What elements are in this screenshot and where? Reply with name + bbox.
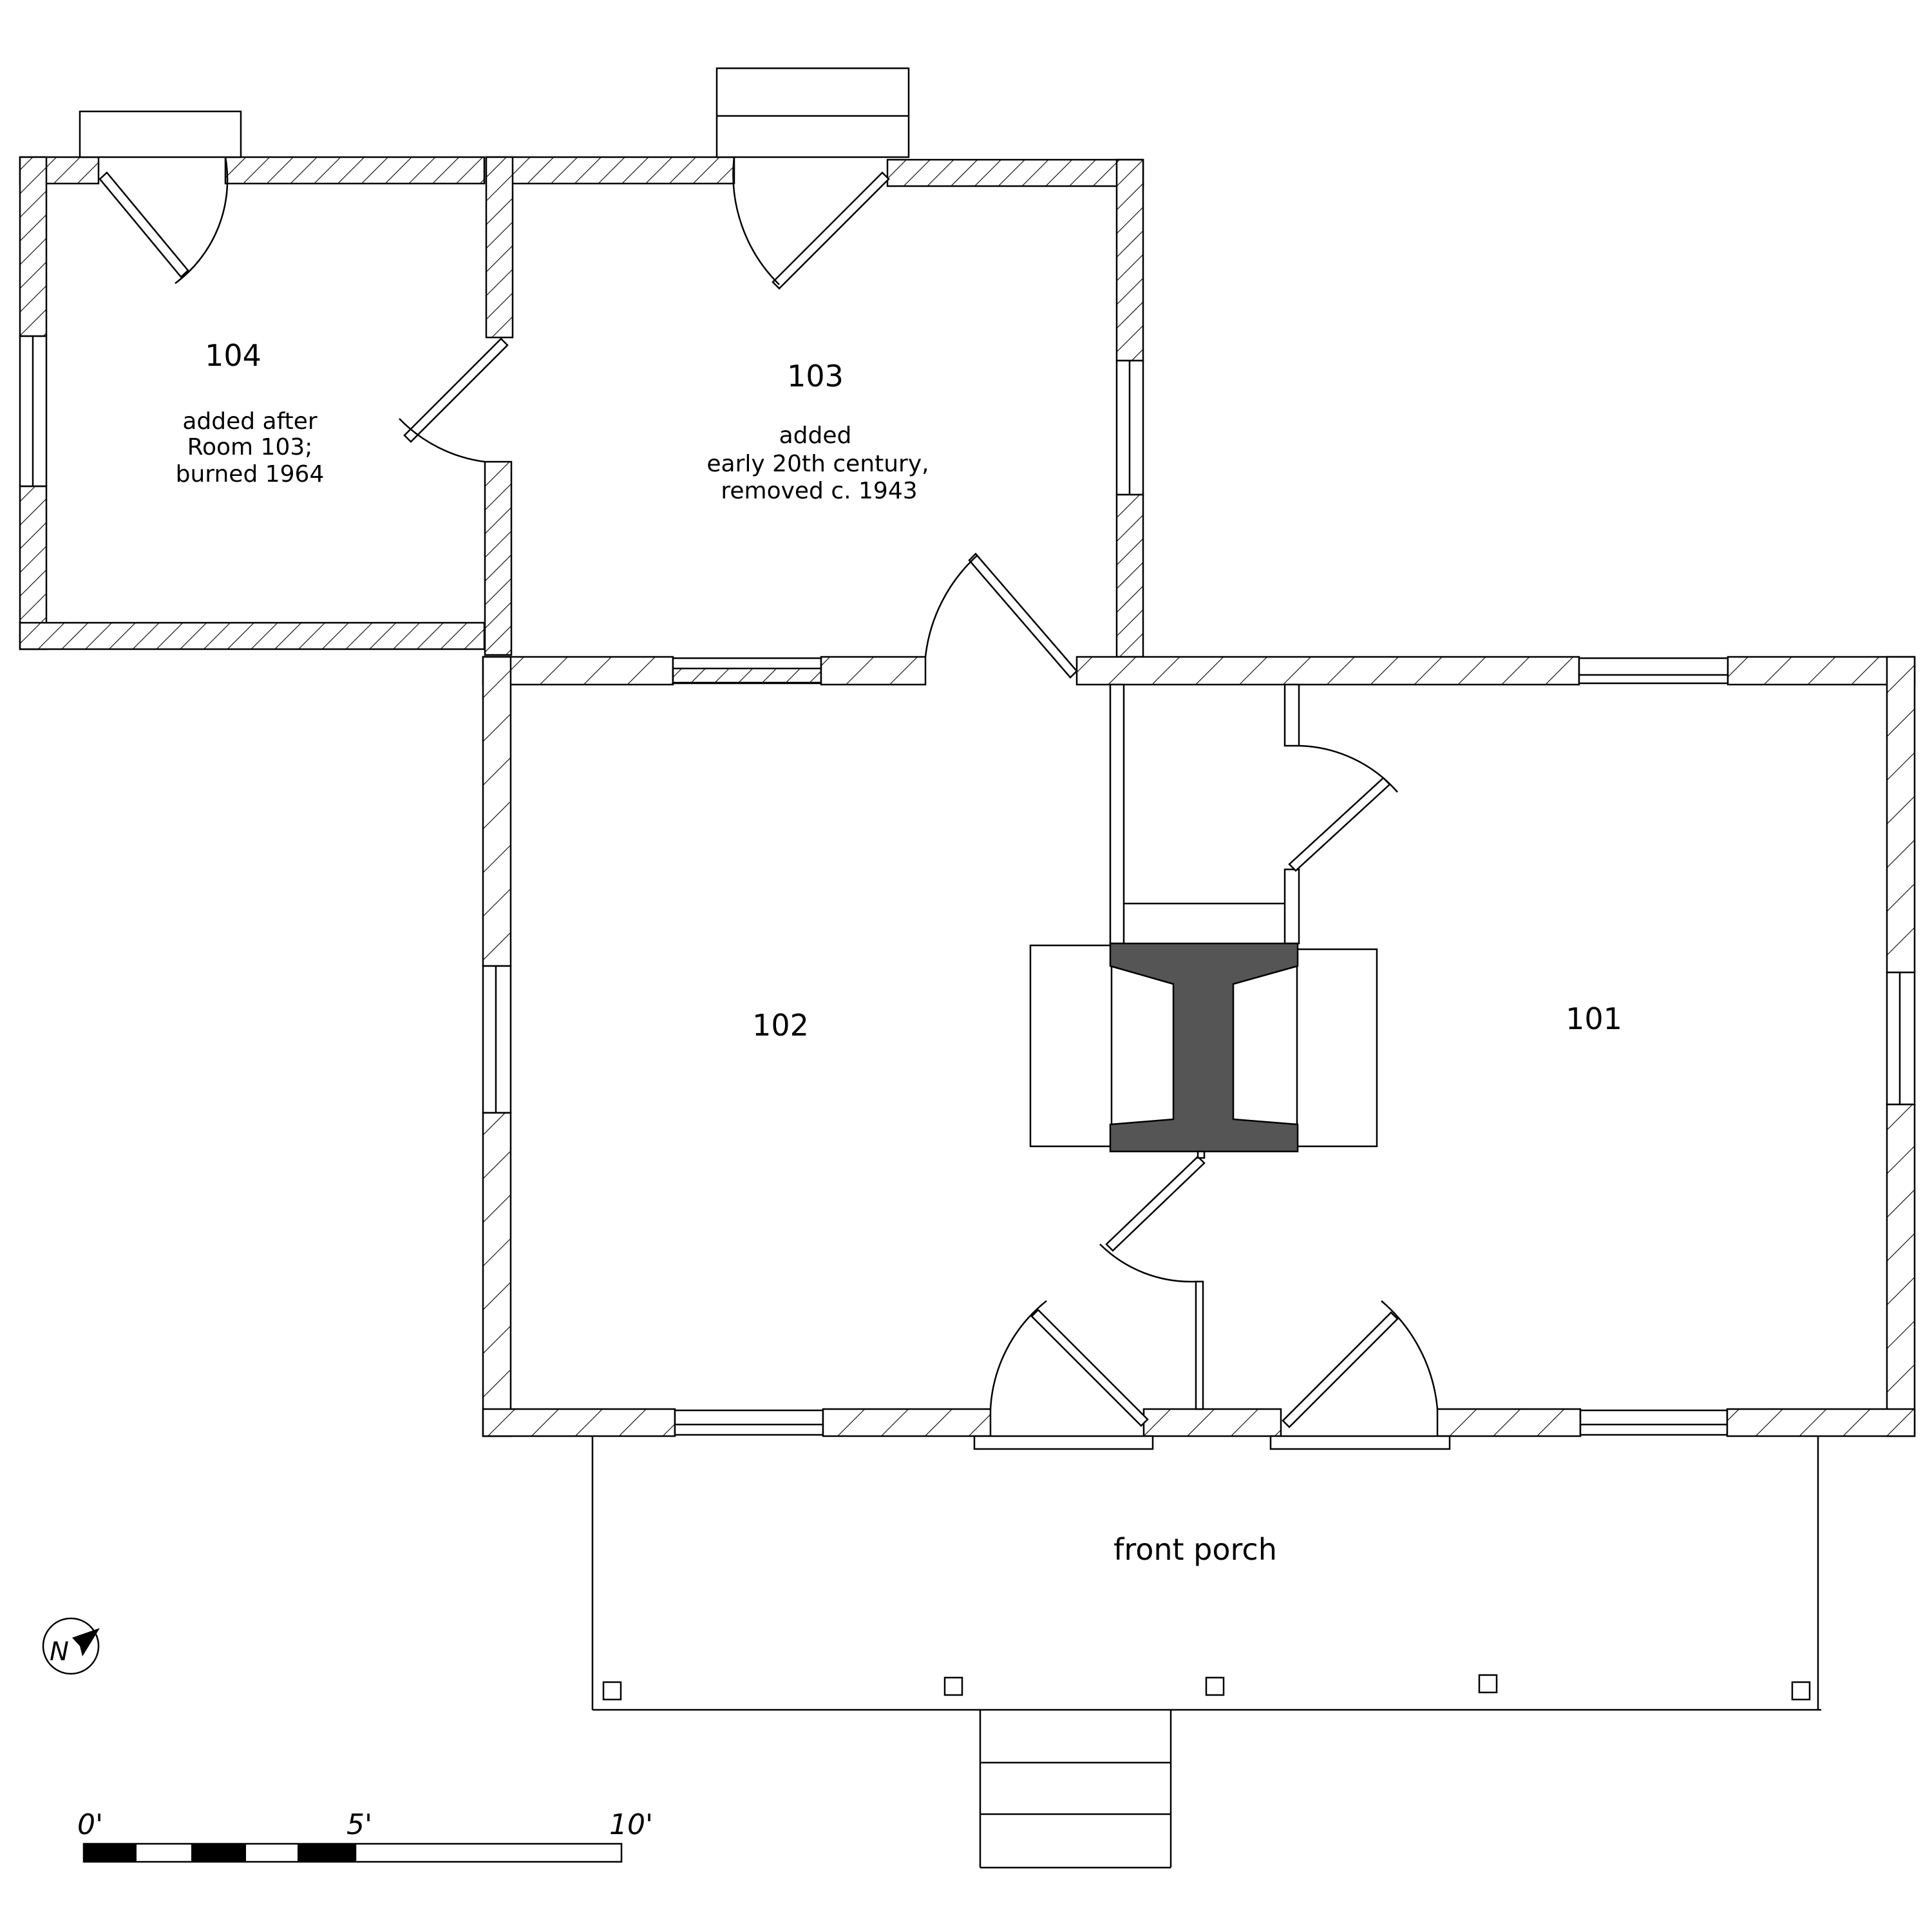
front-door-west-leaf — [1030, 1309, 1149, 1427]
porch-post-1 — [602, 1681, 622, 1701]
center-door-swing — [1099, 1244, 1197, 1283]
room-102-west-wall-north — [482, 656, 512, 967]
center-door-leaf — [1105, 1155, 1206, 1252]
room-103-west-wall-south — [484, 460, 513, 656]
room-104-south-wall — [19, 621, 486, 650]
north-letter: N — [50, 1637, 69, 1667]
room-104-note-line-2: Room 103; — [187, 434, 313, 460]
front-door-east-leaf — [1282, 1311, 1399, 1428]
scale-label-0: 0' — [77, 1808, 103, 1841]
room-103-north-door-swing — [732, 156, 780, 285]
porch-label: front porch — [1113, 1532, 1277, 1567]
room-103-north-door-leaf — [772, 171, 890, 290]
room-103-note-line-3: removed c. 1943 — [721, 478, 917, 504]
closet-east-partition-north — [1283, 683, 1300, 747]
room-104-north-door-leaf — [99, 171, 189, 278]
room-102-north-wall-east — [820, 656, 927, 686]
porch-post-2 — [943, 1676, 963, 1696]
front-door-east-swing — [1381, 1300, 1439, 1410]
hearth-west — [1029, 944, 1113, 1148]
interior-partitions — [1099, 683, 1398, 1410]
front-doors — [973, 1300, 1451, 1450]
room-103-north-wall-west — [485, 156, 735, 185]
room-103-number: 103 — [787, 359, 844, 393]
scale-bar: 0' 5' 10' — [77, 1808, 653, 1863]
room-101-number: 101 — [1566, 1001, 1622, 1036]
hearth-east — [1296, 948, 1378, 1148]
center-partition-south — [1195, 1280, 1204, 1410]
front-door-west-swing — [989, 1300, 1047, 1410]
room-102-south-wall-west — [482, 1408, 676, 1437]
room-101-north-wall-east — [1727, 656, 1916, 686]
scale-label-5: 5' — [346, 1808, 372, 1841]
room-102-west-wall-south — [482, 1112, 512, 1437]
front-door-east-threshold — [1269, 1435, 1451, 1450]
room-104-note-line-1: added after — [182, 408, 317, 435]
room-104-walls — [19, 110, 486, 650]
porch-steps — [979, 1710, 1172, 1869]
closet-door-swing — [1298, 744, 1398, 793]
room-103-west-wall-north — [485, 156, 514, 339]
room-101-east-wall-north — [1886, 656, 1916, 974]
room-104-north-door-swing — [175, 156, 229, 285]
room-103-north-wall-east — [886, 158, 1144, 187]
scale-label-10: 10' — [609, 1808, 653, 1841]
porch-post-5 — [1791, 1681, 1811, 1701]
room-102-number: 102 — [752, 1008, 809, 1043]
closet-door-leaf — [1288, 777, 1391, 872]
room-104-north-wall-east — [224, 156, 486, 185]
room-103-east-wall-south — [1115, 493, 1144, 658]
room-103-east-wall-north — [1115, 158, 1144, 362]
door-102-103 — [924, 553, 1078, 679]
room-103-walls — [399, 67, 1144, 658]
chimney-stack — [1109, 942, 1299, 1153]
room-102-south-window — [674, 1409, 824, 1436]
north-arrow-icon: N — [42, 1617, 100, 1675]
room-102-north-window-sill — [672, 667, 822, 684]
chimney — [1029, 942, 1378, 1159]
room-103-north-step — [715, 67, 910, 158]
room-104-north-step — [79, 110, 242, 158]
porch-post-3 — [1205, 1676, 1225, 1696]
door-103-104-leaf — [403, 337, 509, 443]
door-102-103-leaf — [968, 553, 1078, 679]
room-101-south-wall-middle — [1436, 1408, 1582, 1437]
room-101-north-wall-west — [1075, 656, 1580, 686]
room-104-number: 104 — [205, 338, 261, 373]
room-102-south-wall-middle — [822, 1408, 992, 1437]
door-103-104-swing — [399, 418, 486, 463]
closet-west-partition — [1109, 683, 1125, 945]
front-door-west-threshold — [973, 1435, 1154, 1450]
room-103-note-line-1: added — [779, 422, 852, 449]
porch-post-4 — [1478, 1674, 1498, 1694]
south-wall-center-pier — [1142, 1408, 1282, 1437]
room-104-west-wall-north — [19, 156, 48, 337]
main-house-walls — [482, 656, 1916, 1437]
door-102-103-swing — [924, 554, 978, 658]
room-101-south-wall-east — [1726, 1408, 1916, 1437]
room-101-south-window — [1579, 1409, 1728, 1436]
closet-east-partition-south — [1283, 868, 1300, 945]
room-102-west-window — [482, 965, 512, 1114]
room-101-east-window — [1886, 971, 1916, 1106]
front-porch — [591, 1436, 1821, 1869]
room-101-north-window — [1578, 657, 1729, 685]
room-104-note-line-3: burned 1964 — [176, 461, 325, 488]
room-101-east-wall-south — [1886, 1103, 1916, 1437]
room-102-north-wall-west — [482, 656, 674, 686]
room-103-note-line-2: early 20th century, — [706, 451, 929, 477]
